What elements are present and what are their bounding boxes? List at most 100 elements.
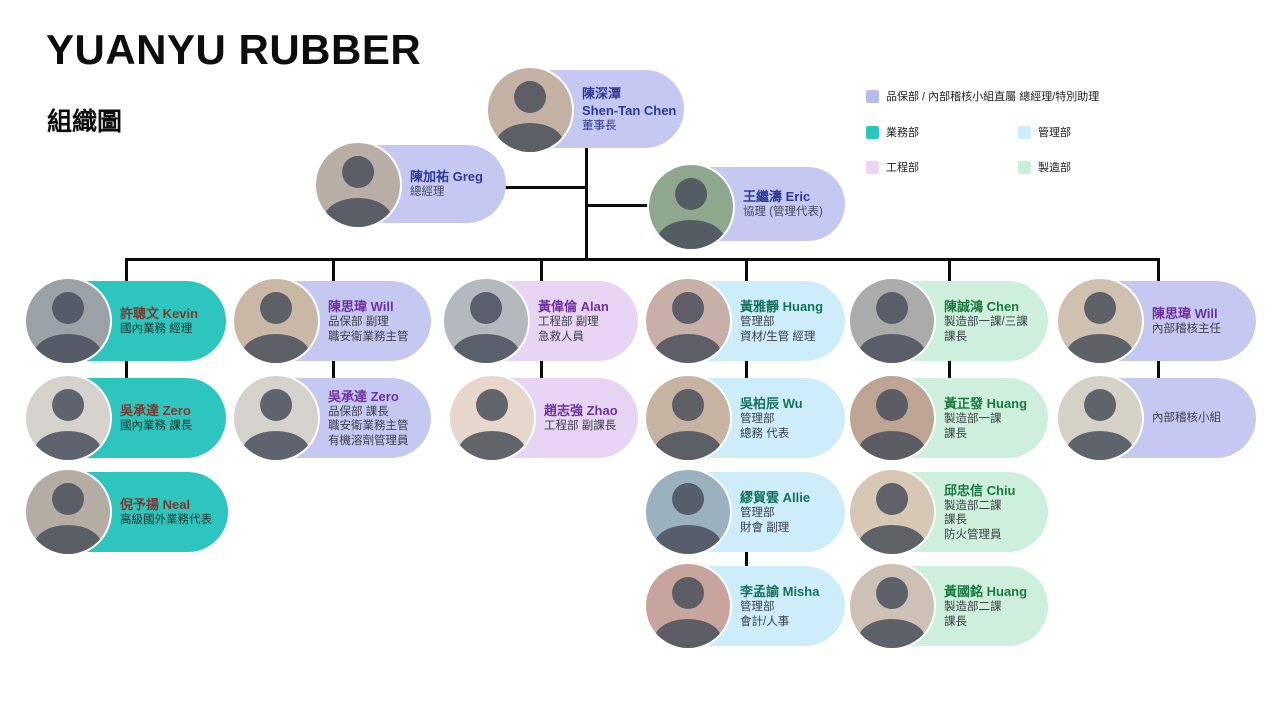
legend-swatch — [1018, 125, 1031, 139]
avatar-head-icon — [672, 388, 704, 421]
person-title: 董事長 — [582, 120, 617, 133]
connector-line — [586, 204, 652, 207]
person-title: 課長 — [944, 330, 967, 343]
person-title: 財會 副理 — [740, 521, 790, 534]
avatar-shoulders-icon — [34, 431, 102, 460]
avatar-shoulders-icon — [858, 619, 926, 648]
connector-line — [540, 258, 543, 284]
legend-label: 管理部 — [1038, 127, 1071, 139]
person-title: 總經理 — [410, 186, 445, 199]
avatar-head-icon — [52, 388, 84, 421]
person-name: 黃雅靜 Huang — [740, 299, 824, 315]
connector-line — [125, 258, 128, 284]
connector-line — [1157, 258, 1160, 284]
person-title: 協理 (管理代表) — [743, 206, 823, 219]
avatar — [850, 376, 934, 460]
connector-line — [540, 358, 543, 380]
avatar — [234, 279, 318, 363]
avatar-shoulders-icon — [242, 334, 310, 363]
connector-line — [1157, 358, 1160, 380]
avatar — [646, 564, 730, 648]
page-title: YUANYU RUBBER — [46, 26, 422, 73]
person-title: 高級國外業務代表 — [120, 514, 212, 527]
avatar-shoulders-icon — [654, 431, 722, 460]
connector-line — [948, 358, 951, 380]
avatar-head-icon — [476, 388, 508, 421]
legend-item: 管理部 — [1018, 124, 1071, 140]
avatar-shoulders-icon — [858, 525, 926, 554]
avatar-shoulders-icon — [654, 525, 722, 554]
person-title: 製造部二課 — [944, 500, 1002, 513]
avatar — [646, 376, 730, 460]
person-name: 王繼濤 Eric — [743, 189, 811, 205]
avatar-shoulders-icon — [858, 334, 926, 363]
person-title: 品保部 副理 — [328, 316, 389, 329]
legend-label: 品保部 / 內部稽核小組直屬 總經理/特別助理 — [886, 91, 1100, 103]
person-name: 邱忠信 Chiu — [944, 483, 1016, 499]
avatar-shoulders-icon — [34, 525, 102, 554]
legend-label: 業務部 — [886, 127, 919, 139]
person-title: 製造部一課/三課 — [944, 316, 1028, 329]
person-name: 吳承達 Zero — [120, 403, 191, 419]
avatar-head-icon — [876, 388, 908, 421]
person-name: 陳思瑋 Will — [328, 299, 394, 315]
person-title: 課長 — [944, 427, 967, 440]
avatar — [850, 564, 934, 648]
avatar-head-icon — [876, 576, 908, 609]
person-title: 內部稽核小組 — [1152, 411, 1221, 424]
avatar — [234, 376, 318, 460]
person-title: 課長 — [944, 514, 967, 527]
person-name: 陳思瑋 Will — [1152, 306, 1218, 322]
legend-swatch — [866, 125, 879, 139]
avatar-shoulders-icon — [324, 198, 392, 227]
connector-line — [745, 258, 748, 284]
avatar-head-icon — [672, 482, 704, 515]
person-title: 有機溶劑管理員 — [328, 434, 409, 447]
legend-item: 工程部 — [866, 159, 919, 175]
avatar — [646, 470, 730, 554]
avatar — [450, 376, 534, 460]
avatar-shoulders-icon — [34, 334, 102, 363]
connector-line — [745, 549, 748, 568]
legend-swatch — [866, 89, 879, 103]
connector-line — [745, 358, 748, 380]
person-title: 課長 — [944, 615, 967, 628]
person-name: 黃正發 Huang — [944, 396, 1028, 412]
avatar-shoulders-icon — [654, 619, 722, 648]
person-name: 陳誠鴻 Chen — [944, 299, 1020, 315]
connector-line — [505, 186, 587, 189]
card-text: 內部稽核小組 — [1152, 378, 1250, 458]
avatar-head-icon — [260, 388, 292, 421]
person-title: 製造部一課 — [944, 413, 1002, 426]
connector-line — [126, 258, 1160, 261]
person-title: 國內業務 課長 — [120, 420, 193, 433]
page-subtitle: 組織圖 — [47, 108, 123, 136]
person-name: 繆貿雲 Allie — [740, 490, 811, 506]
avatar-head-icon — [52, 291, 84, 324]
person-title: 國內業務 經理 — [120, 323, 193, 336]
avatar — [649, 165, 733, 249]
